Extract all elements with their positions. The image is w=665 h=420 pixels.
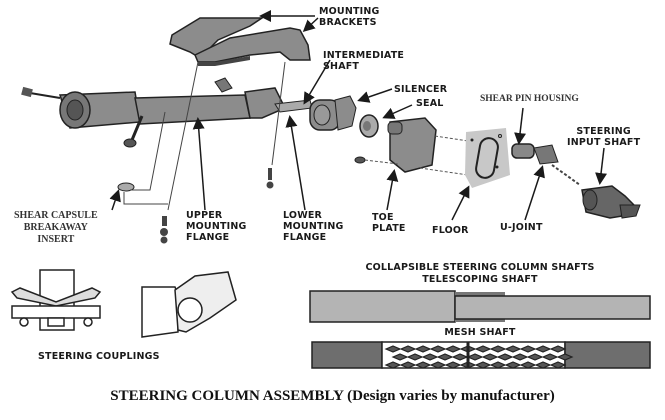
steering-column	[21, 77, 313, 148]
label-toe-plate: TOE PLATE	[372, 212, 406, 234]
label-upper-mounting-flange: UPPER MOUNTING FLANGE	[186, 210, 247, 243]
label-intermediate-shaft: INTERMEDIATE SHAFT	[323, 50, 405, 72]
mesh-cell	[549, 361, 567, 369]
label-telescoping-shaft: TELESCOPING SHAFT	[422, 274, 538, 285]
coupling-flexible	[10, 269, 102, 331]
mesh-cell	[556, 353, 574, 361]
label-steering-couplings: STEERING COUPLINGS	[38, 351, 160, 362]
label-lower-mounting-flange: LOWER MOUNTING FLANGE	[283, 210, 344, 243]
label-mesh-shaft: MESH SHAFT	[444, 327, 516, 338]
telescoping-shaft	[309, 290, 651, 323]
label-steering-input-shaft: STEERING INPUT SHAFT	[567, 126, 641, 148]
label-shear-pin-housing: SHEAR PIN HOUSING	[480, 94, 579, 104]
mounting-brackets	[169, 17, 311, 66]
bolts	[117, 168, 274, 244]
mesh-cell	[549, 345, 567, 353]
label-arrows	[109, 10, 608, 221]
u-joint-assembly	[511, 143, 581, 186]
label-silencer: SILENCER	[394, 84, 448, 95]
steering-input-shaft	[581, 185, 641, 219]
label-seal: SEAL	[416, 98, 444, 109]
intermediate-shaft-parts	[309, 95, 379, 138]
label-mounting-brackets: MOUNTING BRACKETS	[319, 6, 380, 28]
coupling-universal	[141, 271, 237, 338]
toe-plate	[354, 117, 476, 177]
label-collapsible-shafts: COLLAPSIBLE STEERING COLUMN SHAFTS	[365, 262, 595, 273]
label-shear-capsule: SHEAR CAPSULE BREAKAWAY INSERT	[14, 210, 98, 245]
label-u-joint: U-JOINT	[500, 222, 543, 233]
floor-panel	[465, 128, 510, 188]
diagram-caption: STEERING COLUMN ASSEMBLY (Design varies …	[110, 388, 555, 404]
label-floor: FLOOR	[432, 225, 469, 236]
leader-lines	[123, 61, 286, 211]
mesh-shaft	[311, 341, 651, 369]
